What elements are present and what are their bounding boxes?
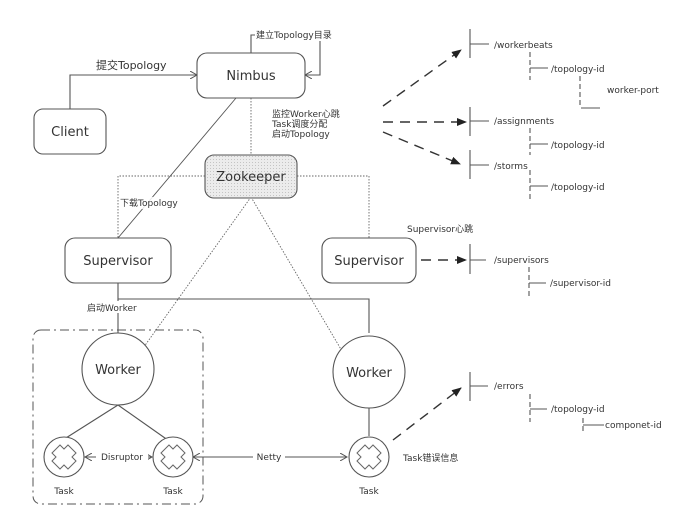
- nimbus-duty-3: 启动Topology: [272, 128, 330, 140]
- supervisor-left-node: Supervisor: [64, 237, 172, 284]
- arrow-to-workerbeats: [382, 49, 462, 107]
- edge-worker-to-task-2: [117, 404, 173, 444]
- worker-right-label: Worker: [346, 366, 392, 381]
- zookeeper-node: Zookeeper: [204, 154, 298, 199]
- task-cross-icon: [51, 444, 77, 470]
- edge-zk-supervisor-right: [297, 175, 370, 238]
- supervisor-right-label: Supervisor: [334, 254, 404, 269]
- worker-left-node: Worker: [81, 332, 155, 406]
- errors-root: /errors: [494, 382, 524, 392]
- nimbus-label: Nimbus: [226, 69, 275, 84]
- zookeeper-label: Zookeeper: [216, 170, 286, 185]
- zk-tree-storms: /storms /topology-id: [469, 150, 605, 200]
- task-left-1-label: Task: [53, 487, 74, 497]
- task-left-1-node: [43, 436, 85, 478]
- assignments-child: /topology-id: [551, 141, 605, 151]
- supervisors-root: /supervisors: [494, 256, 549, 266]
- assignments-root: /assignments: [494, 117, 554, 127]
- disruptor-label: Disruptor: [101, 453, 143, 463]
- create-topology-dir-label: 建立Topology目录: [256, 29, 332, 41]
- client-label: Client: [51, 125, 89, 140]
- workerbeats-leaf: worker-port: [607, 86, 659, 96]
- supervisor-left-label: Supervisor: [83, 254, 153, 269]
- supervisor-heartbeat-label: Supervisor心跳: [407, 223, 473, 235]
- storms-child: /topology-id: [551, 183, 605, 193]
- worker-left-label: Worker: [95, 363, 141, 378]
- task-cross-icon: [160, 444, 186, 470]
- task-left-2-node: [152, 436, 194, 478]
- zk-tree-supervisors: /supervisors /supervisor-id: [469, 244, 611, 296]
- edge-worker-to-task-1: [57, 404, 119, 444]
- zk-tree-assignments: /assignments /topology-id: [469, 107, 605, 155]
- task-cross-icon: [356, 444, 382, 470]
- netty-label: Netty: [257, 453, 282, 463]
- supervisor-right-node: Supervisor: [321, 237, 417, 284]
- task-right-node: [348, 436, 390, 478]
- arrow-to-storms: [382, 131, 461, 165]
- edge-client-to-nimbus: [69, 75, 197, 109]
- task-left-2-label: Task: [162, 487, 183, 497]
- client-node: Client: [33, 108, 107, 155]
- edge-nimbus-to-supervisor: [117, 97, 237, 239]
- workerbeats-child: /topology-id: [551, 65, 605, 75]
- task-error-label: Task错误信息: [402, 452, 458, 464]
- edge-zk-supervisor-left: [117, 175, 205, 238]
- nimbus-duty-2: Task调度分配: [271, 118, 327, 130]
- worker-group-border: [32, 329, 204, 505]
- zk-tree-workerbeats: /workerbeats /topology-id worker-port: [469, 29, 659, 109]
- nimbus-duty-1: 监控Worker心跳: [272, 108, 340, 120]
- start-worker-label: 启动Worker: [87, 302, 137, 314]
- zk-tree-errors: /errors /topology-id componet-id: [469, 372, 662, 434]
- errors-child: /topology-id: [551, 405, 605, 415]
- worker-right-node: Worker: [332, 335, 406, 409]
- download-topology-label: 下载Topology: [120, 197, 178, 209]
- storms-root: /storms: [494, 162, 528, 172]
- arrow-to-errors: [392, 387, 462, 441]
- task-right-label: Task: [358, 487, 379, 497]
- errors-leaf: componet-id: [605, 421, 662, 431]
- workerbeats-root: /workerbeats: [494, 41, 553, 51]
- edge-supervisor-to-workers: [117, 283, 370, 333]
- submit-topology-label: 提交Topology: [96, 58, 167, 72]
- supervisors-child: /supervisor-id: [550, 279, 611, 289]
- nimbus-node: Nimbus: [196, 52, 306, 99]
